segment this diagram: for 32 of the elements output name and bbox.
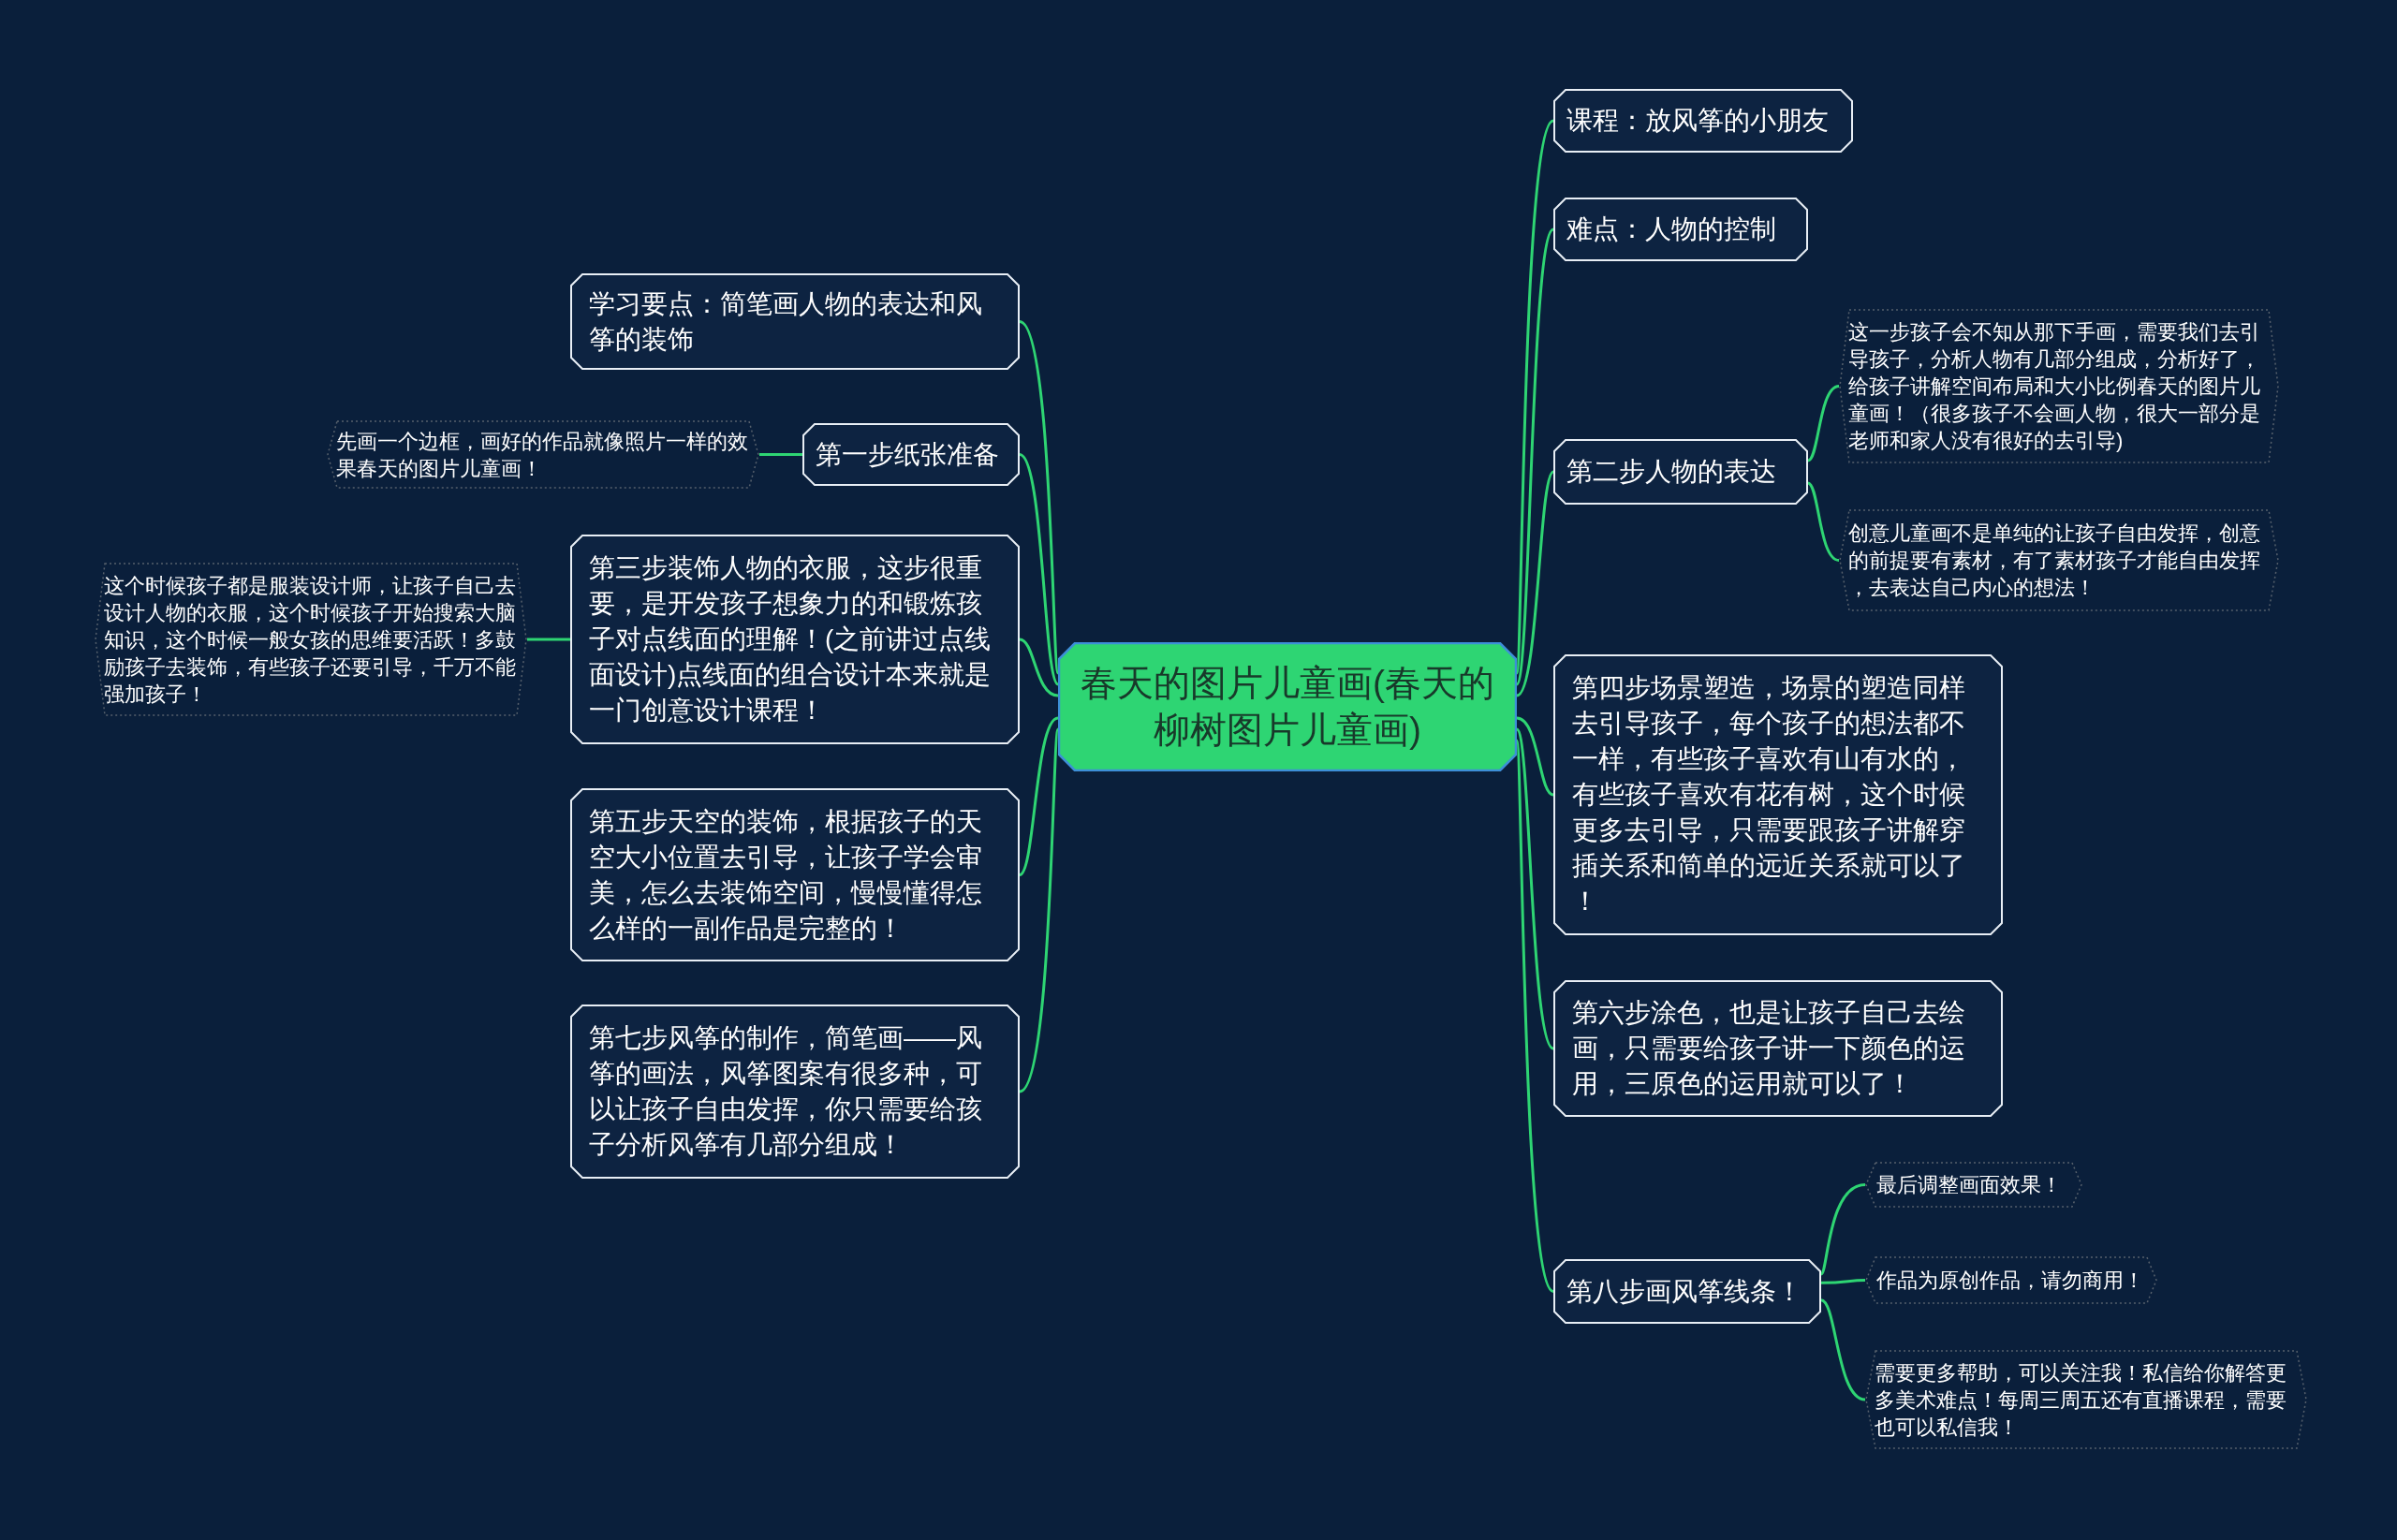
connector-line bbox=[1019, 638, 1059, 697]
topic-box: 第二步人物的表达 bbox=[1553, 439, 1808, 505]
connector-line bbox=[1516, 716, 1554, 797]
topic-box: 第四步场景塑造，场景的塑造同样去引导孩子，每个孩子的想法都不一样，有些孩子喜欢有山有水的，有些孩子喜欢有花有树，这个时候更多去引导，只需要跟孩子讲解穿插关系和简单的远近关系就可以了！ bbox=[1553, 654, 2003, 935]
note-box: 作品为原创作品，请勿商用！ bbox=[1865, 1256, 2157, 1304]
note-box: 这个时候孩子都是服装设计师，让孩子自己去设计人物的衣服，这个时候孩子开始搜索大脑知识，这个时候一般女孩的思维要活跃！多鼓励孩子去装饰，有些孩子还要引导，千万不能强加孩子！ bbox=[95, 563, 527, 716]
note-box: 创意儿童画不是单纯的让孩子自由发挥，创意的前提要有素材，有了素材孩子才能自由发挥，去表达自己内心的想法！ bbox=[1839, 509, 2279, 611]
connector-line bbox=[1019, 453, 1060, 685]
note-box: 这一步孩子会不知从那下手画，需要我们去引导孩子，分析人物有几部分组成，分析好了，给孩子讲解空间布局和大小比例春天的图片儿童画！（很多孩子不会画人物，很大一部分是老师和家人没有很好的去引导) bbox=[1839, 309, 2279, 463]
topic-box: 第五步天空的装饰，根据孩子的天空大小位置去引导，让孩子学会审美，怎么去装饰空间，慢慢懂得怎么样的一副作品是完整的！ bbox=[570, 788, 1020, 961]
note-box: 需要更多帮助，可以关注我！私信给你解答更多美术难点！每周三周五还有直播课程，需要也可以私信我！ bbox=[1865, 1350, 2307, 1449]
connector-line bbox=[1019, 716, 1059, 876]
topic-box: 课程：放风筝的小朋友 bbox=[1553, 89, 1853, 153]
connector-line bbox=[1819, 1183, 1866, 1275]
connector-line bbox=[1019, 320, 1060, 674]
note-box: 先画一个边框，画好的作品就像照片一样的效果春天的图片儿童画！ bbox=[327, 420, 759, 489]
connector-line bbox=[1516, 471, 1555, 697]
connector-line bbox=[1820, 1298, 1866, 1401]
topic-box: 第八步画风筝线条！ bbox=[1553, 1259, 1821, 1324]
topic-box: 学习要点：简笔画人物的表达和风筝的装饰 bbox=[570, 273, 1020, 370]
connector-line bbox=[759, 453, 802, 456]
note-box: 最后调整画面效果！ bbox=[1865, 1162, 2082, 1208]
topic-box: 第一步纸张准备 bbox=[802, 423, 1020, 486]
topic-box: 第七步风筝的制作，简笔画——风筝的画法，风筝图案有很多种，可以让孩子自由发挥，你只需要给孩子分析风筝有几部分组成！ bbox=[570, 1005, 1020, 1179]
central-topic-box: 春天的图片儿童画(春天的柳树图片儿童画) bbox=[1058, 642, 1517, 771]
connector-line bbox=[1807, 481, 1840, 562]
connector-line bbox=[1821, 1279, 1866, 1284]
topic-box: 第三步装饰人物的衣服，这步很重要，是开发孩子想象力的和锻炼孩子对点线面的理解！(之前讲过点线面设计)点线面的组合设计本来就是一门创意设计课程！ bbox=[570, 535, 1020, 744]
topic-box: 第六步涂色，也是让孩子自己去绘画，只需要给孩子讲一下颜色的运用，三原色的运用就可以了！ bbox=[1553, 980, 2003, 1117]
connector-line bbox=[1807, 385, 1840, 462]
topic-box: 难点：人物的控制 bbox=[1553, 198, 1808, 261]
connector-line bbox=[527, 638, 570, 641]
